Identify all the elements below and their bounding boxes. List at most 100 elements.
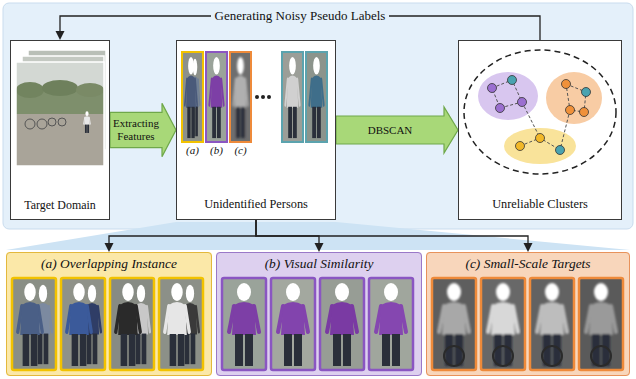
small-scale-crops-part (481, 278, 525, 370)
small-scale-crops-part (579, 278, 623, 370)
similar-crops-part (271, 278, 315, 370)
cluster-sketch-part (546, 72, 602, 124)
similar-crops-part (222, 278, 266, 370)
small-scale-crops-part (493, 346, 513, 366)
cluster-sketch-part (488, 84, 497, 93)
category-panel: (c) Small-Scale Targets (426, 252, 630, 376)
arrow-head (105, 243, 114, 252)
person-crops-part (209, 57, 223, 138)
person-crops-part (185, 57, 197, 138)
person-crops-part (261, 95, 265, 99)
illustration-part (10, 40, 110, 220)
cluster-sketch-part (556, 146, 565, 155)
callout-label: (a) (186, 144, 199, 157)
illustration-part (176, 40, 336, 220)
small-scale-crops-part (530, 278, 574, 370)
cluster-sketch-part (566, 106, 575, 115)
cluster-sketch-part (518, 98, 527, 107)
category-panel: (a) Overlapping Instance (6, 252, 212, 376)
text-group: (b) Visual Similarity (217, 256, 421, 272)
block-arrow (110, 103, 176, 156)
overlap-crops-part (12, 278, 56, 370)
overlap-crops-part (18, 283, 43, 366)
overlap-crops-part (61, 278, 105, 370)
panel-title: (c) Small-Scale Targets (427, 256, 629, 272)
person-crops-part (282, 52, 303, 142)
person-crops-part (182, 52, 203, 142)
edge-label: Generating Noisy Pseudo Labels (211, 9, 390, 24)
image-box: Target Domain (10, 40, 110, 220)
cluster-sketch-part (504, 128, 576, 164)
person-crops-part (182, 52, 203, 142)
similar-crops (222, 278, 413, 370)
small-scale-crops-part (537, 283, 567, 366)
illustration-part (3, 3, 633, 229)
small-scale-crops-part (488, 283, 518, 366)
illustration-part (216, 252, 422, 376)
overlap-crops (12, 278, 203, 370)
similar-crops-part (376, 283, 406, 366)
branch-line (109, 220, 256, 244)
cluster-sketch-part (516, 142, 525, 151)
overlap-crops-part (12, 278, 56, 370)
scene-photos-part (84, 111, 91, 133)
similar-crops-part (369, 278, 413, 370)
edge-label: DBSCAN (368, 124, 413, 137)
text-group: Unreliable Clusters (459, 197, 621, 212)
similar-crops-part (327, 283, 357, 366)
cluster-sketch-part (580, 108, 589, 117)
person-crops (182, 52, 327, 142)
connector (110, 103, 176, 156)
arrow-head (56, 31, 65, 40)
small-scale-crops-part (586, 283, 616, 366)
person-crops-part (255, 95, 259, 99)
cluster-sketch-part (496, 104, 505, 113)
person-crops-part (282, 52, 303, 142)
edge-label: Extracting Features (112, 117, 160, 142)
text-group: Unidentified Persons (177, 197, 335, 212)
box-label: Unreliable Clusters (459, 197, 621, 212)
person-crops-part (206, 52, 227, 142)
scene-photos-part (16, 62, 104, 166)
scene-photos-part (42, 80, 78, 96)
cluster-sketch-part (536, 134, 545, 143)
scene-photos-part (58, 118, 66, 126)
scene-photos-part (16, 82, 44, 98)
person-crops-part (206, 52, 227, 142)
illustration-part (6, 252, 212, 376)
text-group: (a) Overlapping Instance (7, 256, 211, 272)
small-scale-crops-part (444, 346, 464, 366)
arrow-head (315, 243, 324, 252)
cluster-sketch-part (464, 50, 616, 174)
person-crops-part (306, 52, 327, 142)
box-label: Unidentified Persons (177, 197, 335, 212)
small-scale-crops-part (579, 278, 623, 370)
overlap-crops-part (61, 278, 105, 370)
overlap-crops-part (159, 278, 203, 370)
illustration-part (426, 252, 630, 376)
connector (105, 220, 257, 252)
overlap-crops-part (67, 283, 92, 366)
image-box: Unidentified Persons (176, 40, 336, 220)
small-scale-crops-part (481, 278, 525, 370)
block-arrow (336, 107, 458, 153)
similar-crops-part (320, 278, 364, 370)
overlap-crops-part (116, 283, 141, 366)
person-crops-part (285, 57, 299, 138)
callout-label: (b) (210, 144, 223, 157)
similar-crops-part (278, 283, 308, 366)
scene-photos-part (76, 83, 104, 97)
panel-title: (b) Visual Similarity (217, 256, 421, 272)
box-label: Target Domain (11, 198, 109, 212)
cluster-sketch-part (478, 72, 538, 120)
scene-photos (16, 50, 106, 166)
person-crops-part (306, 52, 327, 142)
small-scale-crops (432, 278, 623, 370)
overlap-crops-part (165, 283, 190, 366)
person-crops-part (230, 52, 251, 142)
scene-photos-part (37, 119, 47, 129)
scene-photos-part (16, 114, 104, 166)
branch-line (256, 220, 528, 244)
